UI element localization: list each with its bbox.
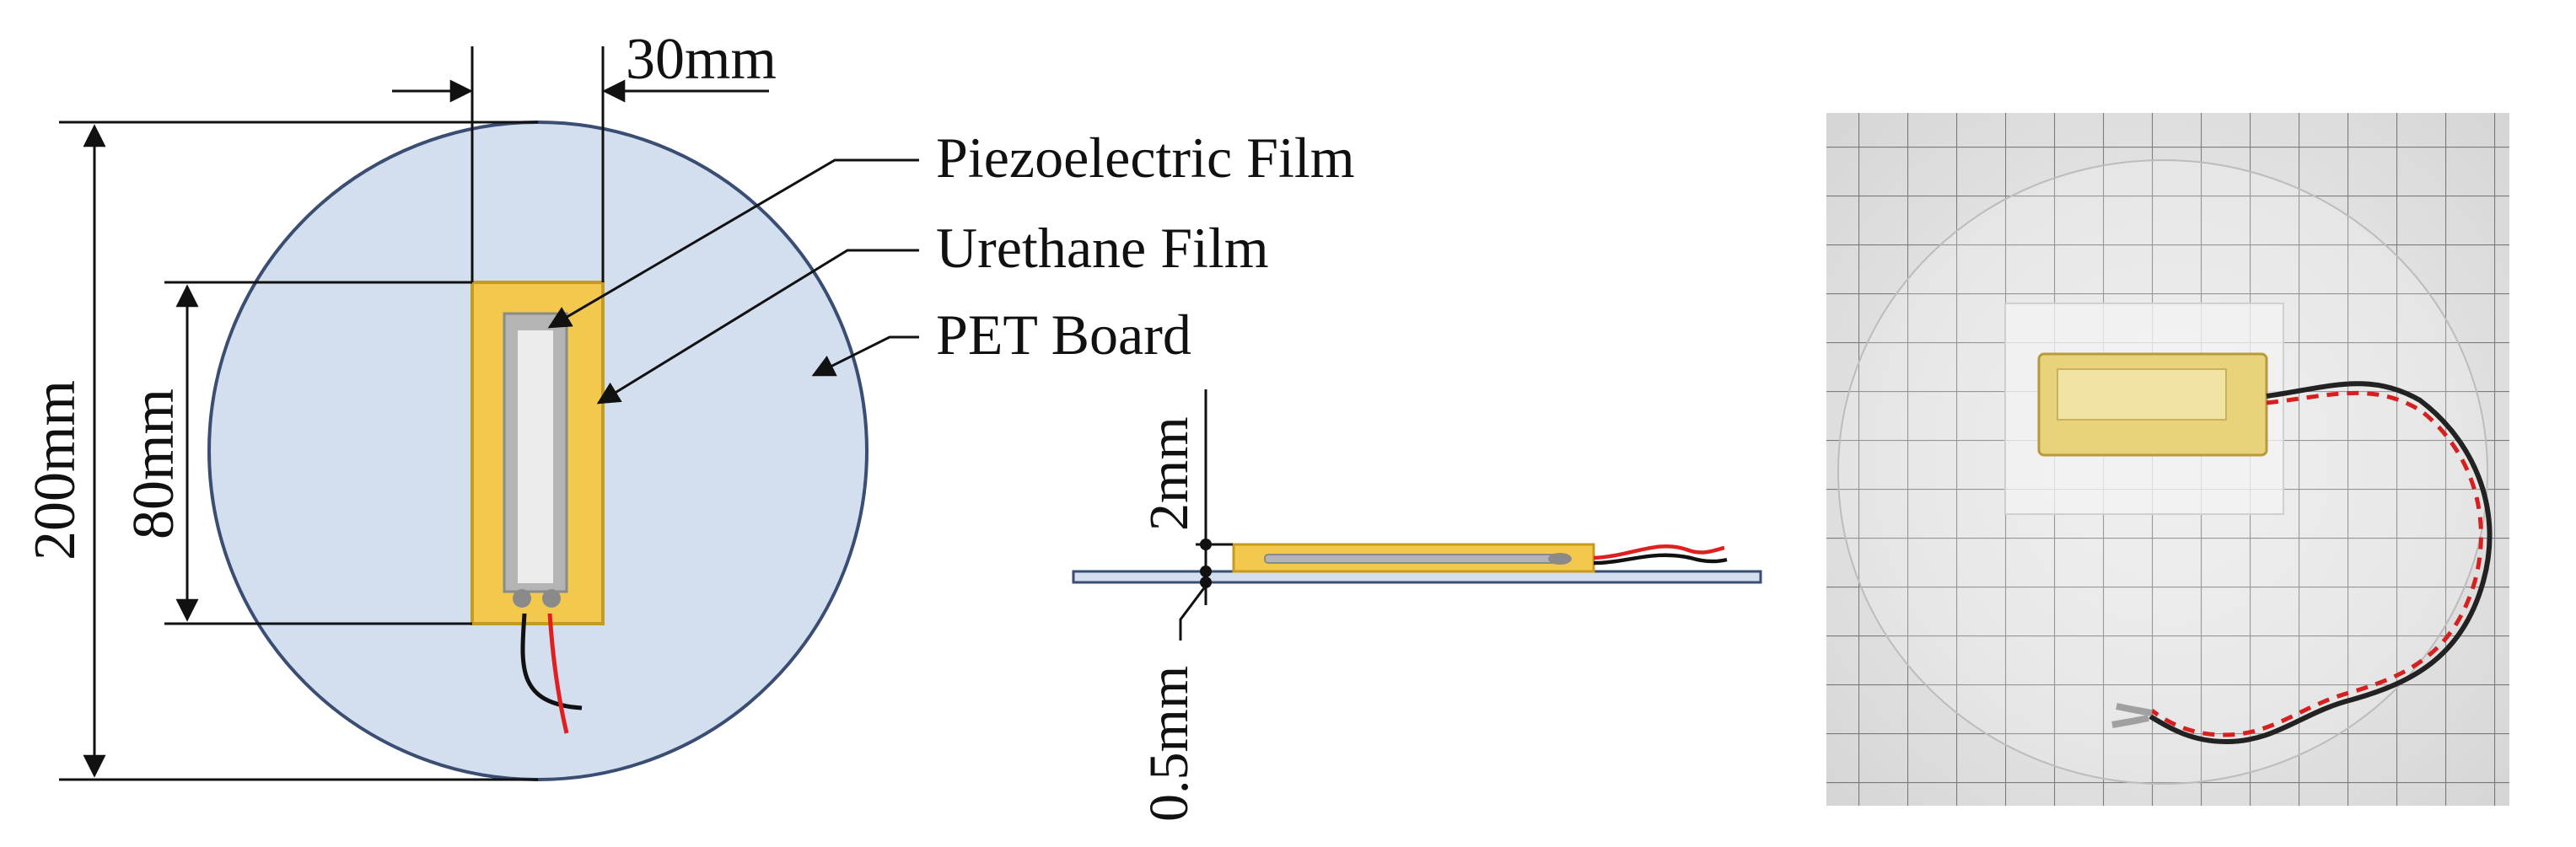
photo-wire-black [2148, 381, 2493, 745]
side-dim-dot-2 [1200, 566, 1212, 577]
side-wire-red [1593, 544, 1725, 560]
side-wire-black [1593, 553, 1728, 566]
side-terminal [1548, 553, 1572, 565]
sensor-thickness-label: 2mm [1138, 416, 1200, 531]
callout-label-pet: PET Board [936, 303, 1191, 367]
callout-label-urethane: Urethane Film [936, 216, 1269, 280]
wire-red [547, 613, 569, 734]
side-dim-dot-1 [1200, 539, 1212, 550]
sensor-photo [1826, 113, 2509, 806]
board-thickness-label: 0.5mm [1138, 666, 1200, 822]
photo-sensor-element [2057, 368, 2227, 421]
photo-wire-red [2150, 390, 2483, 737]
side-pet-board [1072, 570, 1762, 584]
top-view: 30mm 80mm 200mm Piezoelectric Film Ureth… [23, 27, 1355, 781]
piezoelectric-film-highlight [518, 330, 553, 583]
side-dim-dot-3 [1200, 576, 1212, 588]
side-leader-05mm [1179, 585, 1207, 641]
callout-label-piezo: Piezoelectric Film [936, 126, 1355, 190]
terminal-left [513, 589, 531, 608]
terminal-right [542, 589, 561, 608]
side-piezo-film [1264, 554, 1565, 564]
photo-connectors [2111, 703, 2153, 728]
callout-leader-piezo [547, 158, 919, 329]
height-dimension-label: 80mm [121, 389, 186, 539]
callout-leader-pet [811, 335, 919, 377]
side-view: 2mm 0.5mm [1072, 389, 1762, 822]
width-dimension-label: 30mm [626, 27, 777, 92]
callout-leader-urethane [596, 249, 919, 405]
diameter-dimension-label: 200mm [23, 380, 88, 560]
